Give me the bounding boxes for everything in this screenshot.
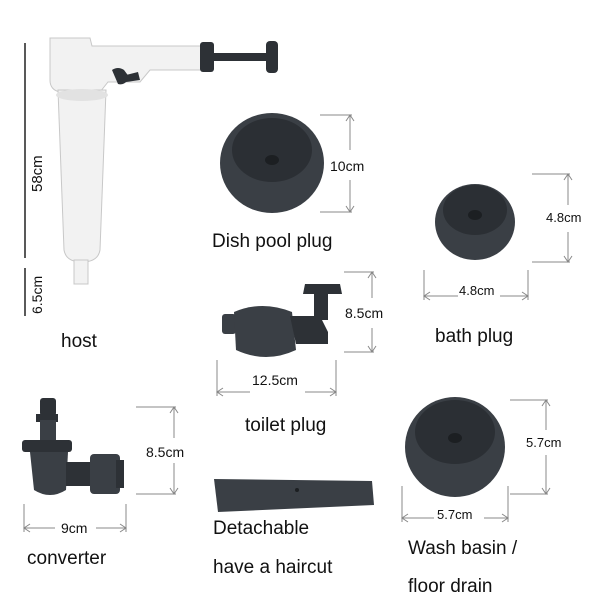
host-height-label: 58cm — [29, 155, 46, 192]
host-pump-image — [49, 37, 278, 285]
bath-plug-dimension-lines — [423, 173, 573, 301]
converter-label: converter — [27, 548, 107, 569]
toilet-plug-dimension-lines — [216, 271, 377, 397]
converter-image — [22, 398, 124, 495]
wash-basin-label-line1: Wash basin / — [408, 538, 518, 559]
bath-plug-width: 4.8cm — [459, 283, 495, 298]
detachable-label-line1: Detachable — [213, 518, 310, 539]
toilet-plug-height: 8.5cm — [345, 305, 384, 321]
detachable-rod-image — [214, 479, 374, 512]
wash-basin-label-line2: floor drain — [408, 576, 493, 597]
dish-pool-plug-image — [220, 113, 324, 213]
toilet-plug-width: 12.5cm — [252, 372, 298, 388]
dish-pool-plug-dimension-lines — [320, 114, 355, 213]
wash-basin-dimension-lines — [401, 399, 551, 523]
dish-pool-plug-size: 10cm — [330, 158, 365, 174]
bath-plug-label: bath plug — [435, 326, 514, 347]
converter-width: 9cm — [61, 520, 88, 536]
toilet-plug-image — [222, 284, 342, 357]
converter-dimension-lines — [23, 406, 179, 533]
bath-plug-height: 4.8cm — [546, 210, 582, 225]
converter-height: 8.5cm — [146, 444, 185, 460]
wash-basin-height: 5.7cm — [526, 435, 562, 450]
detachable-label-line2: have a haircut — [213, 557, 333, 578]
wash-basin-width: 5.7cm — [437, 507, 473, 522]
host-nozzle-height-label: 6.5cm — [29, 275, 45, 314]
host-label: host — [61, 331, 97, 352]
wash-basin-plug-image — [405, 397, 505, 497]
toilet-plug-label: toilet plug — [245, 415, 327, 436]
bath-plug-image — [435, 184, 515, 260]
dish-pool-plug-label: Dish pool plug — [212, 231, 333, 252]
